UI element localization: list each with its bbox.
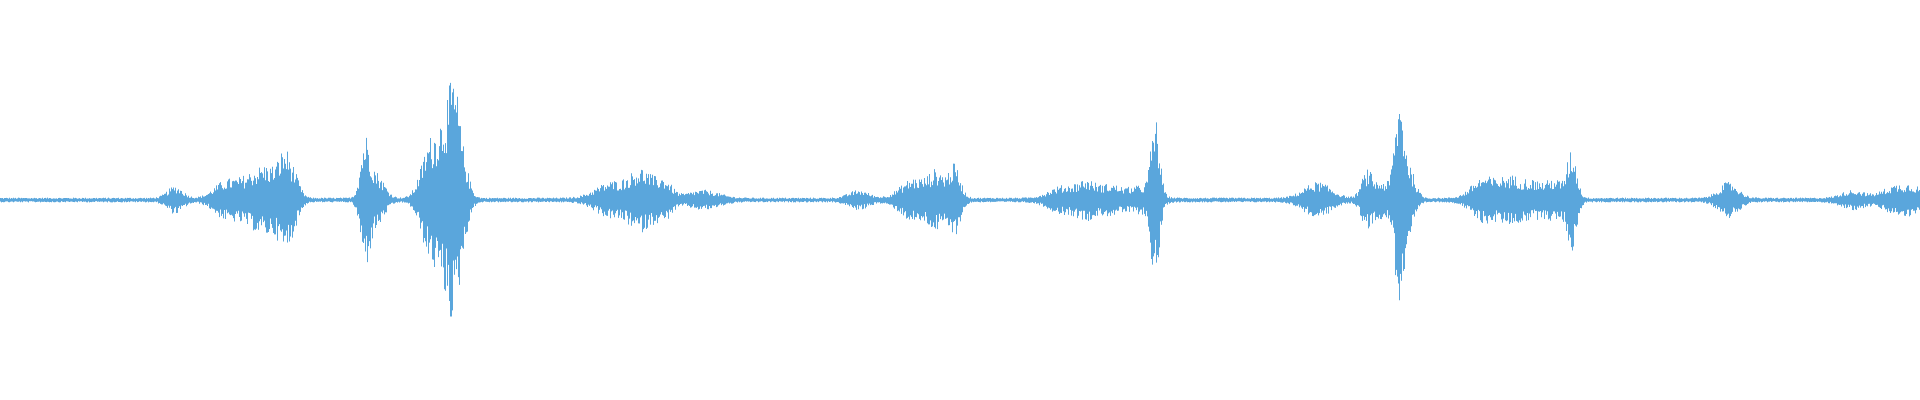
waveform-trace <box>0 82 1920 317</box>
